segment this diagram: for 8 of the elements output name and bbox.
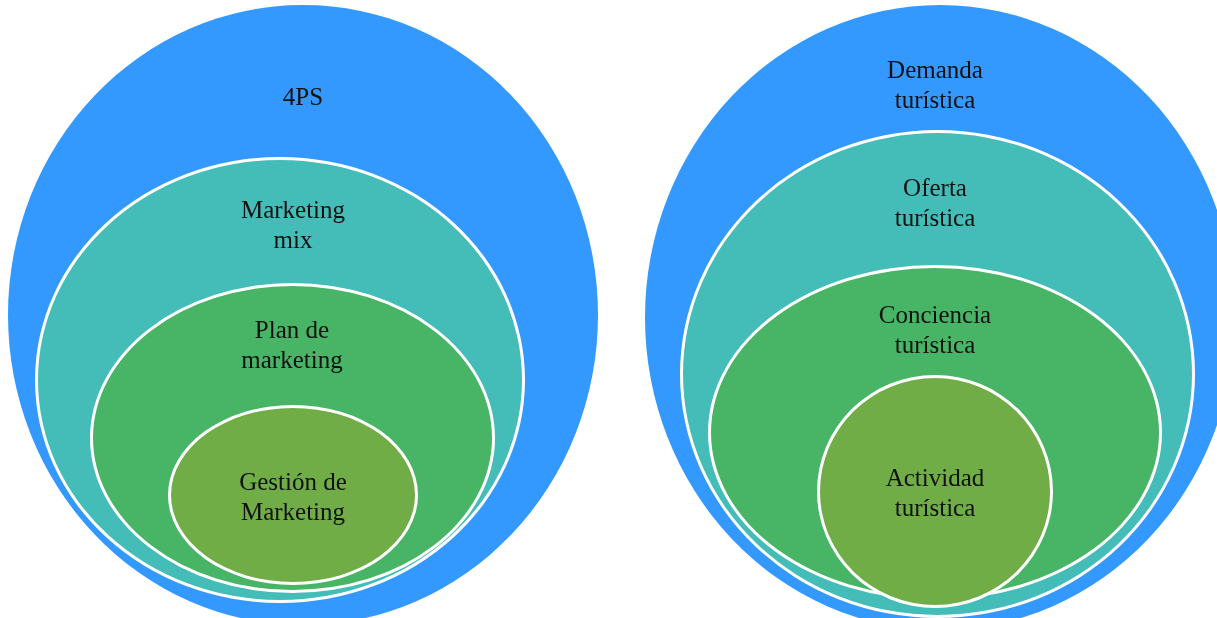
circle-label: Plan de marketing — [240, 315, 344, 375]
circle-label: 4PS — [281, 82, 325, 112]
circle-label: Demanda turística — [886, 55, 984, 115]
circle-label: Gestión de Marketing — [238, 467, 348, 527]
circle-label: Conciencia turística — [877, 300, 993, 360]
circle-label: Actividad turística — [884, 463, 986, 523]
circle-label: Marketing mix — [239, 195, 347, 255]
circle-label: Oferta turística — [893, 173, 977, 233]
